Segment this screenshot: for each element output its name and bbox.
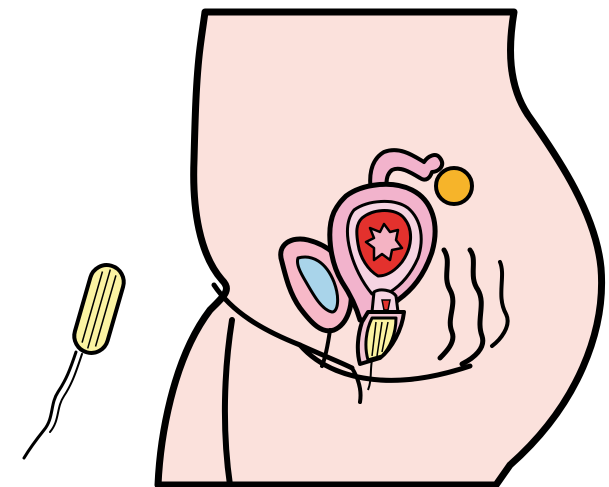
tampon-string-second <box>50 354 82 432</box>
tampon <box>24 261 128 458</box>
ovary <box>436 168 472 204</box>
cervix-opening <box>382 300 390 310</box>
tampon-string <box>24 352 76 458</box>
